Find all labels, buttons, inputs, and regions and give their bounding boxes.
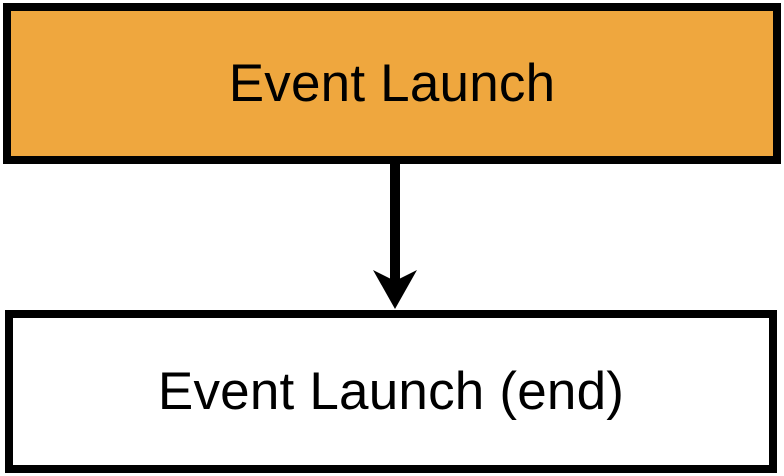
node-event-launch-end[interactable]: Event Launch (end): [5, 310, 777, 473]
node-event-launch-end-label: Event Launch (end): [157, 362, 625, 421]
arrowhead-icon: [373, 270, 417, 309]
edge-start-to-end[interactable]: [373, 160, 417, 309]
node-event-launch[interactable]: Event Launch: [3, 3, 781, 164]
node-event-launch-label: Event Launch: [228, 54, 556, 113]
